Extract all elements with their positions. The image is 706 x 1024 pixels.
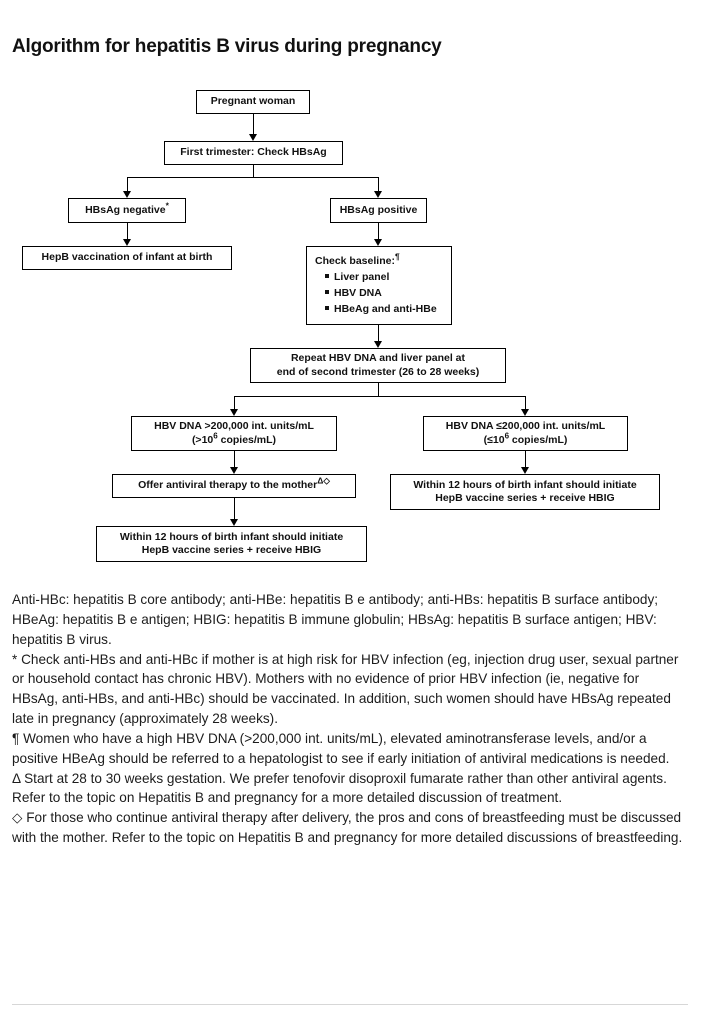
high-viral-load-suffix: copies/mL): [217, 433, 277, 446]
footnote-pilcrow: ¶ Women who have a high HBV DNA (>200,00…: [12, 730, 670, 766]
footnote-diamond: ◇ For those who continue antiviral thera…: [12, 810, 683, 846]
connector-antiviral-to-prophylaxis: [234, 498, 235, 521]
low-viral-load-prefix: (≤10: [483, 433, 505, 446]
node-hepb-vaccination-label: HepB vaccination of infant at birth: [41, 251, 213, 264]
node-infant-prophylaxis-bottom: Within 12 hours of birth infant should i…: [96, 526, 367, 562]
connector-fork1-stub: [253, 165, 254, 177]
footnotes-section: Anti-HBc: hepatitis B core antibody; ant…: [12, 590, 684, 848]
connector-baseline-to-repeat: [378, 325, 379, 343]
node-repeat-hbv-dna: Repeat HBV DNA and liver panel at end of…: [250, 348, 506, 383]
high-viral-load-prefix: (>10: [191, 433, 214, 446]
arrowhead-first-trimester: [249, 134, 257, 141]
page-title: Algorithm for hepatitis B virus during p…: [12, 36, 442, 57]
node-hbsag-positive: HBsAg positive: [330, 198, 427, 223]
connector-fork2-bar: [234, 396, 526, 397]
connector-high-to-antiviral: [234, 451, 235, 469]
footnote-marker-pilcrow: ¶: [394, 251, 400, 262]
footnote-delta: Δ Start at 28 to 30 weeks gestation. We …: [12, 770, 667, 806]
check-baseline-heading-text: Check baseline:: [315, 254, 395, 267]
connector-fork1-bar: [127, 177, 379, 178]
node-hepb-vaccination-infant: HepB vaccination of infant at birth: [22, 246, 232, 270]
node-infant-prophylaxis-right-line1: Within 12 hours of birth infant should i…: [413, 478, 637, 491]
node-first-trimester-label: First trimester: Check HBsAg: [180, 146, 327, 159]
bottom-divider: [12, 1004, 688, 1005]
footnote-marker-asterisk: *: [165, 200, 169, 211]
footnote-marker-delta-diamond: Δ◇: [317, 475, 330, 486]
node-check-baseline: Check baseline:¶ Liver panel HBV DNA HBe…: [306, 246, 452, 325]
arrowhead-hepb-vaccination: [123, 239, 131, 246]
low-viral-load-exponent: 6: [504, 431, 510, 440]
node-offer-antiviral-label: Offer antiviral therapy to the motherΔ◇: [138, 475, 330, 492]
node-pregnant-woman: Pregnant woman: [196, 90, 310, 114]
check-baseline-item-1: HBV DNA: [315, 287, 382, 300]
footnote-asterisk: * Check anti-HBs and anti-HBc if mother …: [12, 651, 679, 727]
node-first-trimester-check-hbsag: First trimester: Check HBsAg: [164, 141, 343, 165]
connector-fork1-left-drop: [127, 177, 128, 193]
node-hbsag-negative-text: HBsAg negative: [85, 203, 166, 216]
node-repeat-hbv-dna-line1: Repeat HBV DNA and liver panel at: [290, 352, 466, 365]
offer-antiviral-text: Offer antiviral therapy to the mother: [138, 479, 318, 492]
check-baseline-item-0-label: Liver panel: [334, 270, 390, 283]
node-hbsag-negative-label: HBsAg negative*: [85, 201, 169, 217]
arrowhead-infant-prophylaxis-right: [521, 467, 529, 474]
node-check-baseline-heading: Check baseline:¶: [315, 252, 400, 268]
node-pregnant-woman-label: Pregnant woman: [210, 95, 296, 108]
node-hbsag-negative: HBsAg negative*: [68, 198, 186, 223]
flowchart-diagram: Pregnant woman First trimester: Check HB…: [0, 85, 706, 575]
connector-fork2-right-drop: [525, 396, 526, 411]
connector-pregnant-to-first-trimester: [253, 114, 254, 136]
bullet-square-icon: [325, 290, 329, 294]
arrowhead-check-baseline: [374, 239, 382, 246]
node-hbsag-positive-label: HBsAg positive: [339, 203, 418, 216]
node-infant-prophylaxis-right-line2: HepB vaccine series + receive HBIG: [435, 492, 615, 504]
connector-negative-to-hepb: [127, 223, 128, 241]
connector-positive-to-baseline: [378, 223, 379, 241]
arrowhead-low-viral-load: [521, 409, 529, 416]
footnote-abbreviations: Anti-HBc: hepatitis B core antibody; ant…: [12, 592, 659, 647]
node-infant-prophylaxis-right: Within 12 hours of birth infant should i…: [390, 474, 660, 510]
node-low-viral-load-line2: (≤106 copies/mL): [483, 431, 568, 447]
connector-fork1-right-drop: [378, 177, 379, 193]
node-high-viral-load-line1: HBV DNA >200,000 int. units/mL: [154, 420, 314, 433]
node-repeat-hbv-dna-line2: end of second trimester (26 to 28 weeks): [276, 365, 480, 378]
connector-fork2-left-drop: [234, 396, 235, 411]
low-viral-load-suffix: copies/mL): [509, 433, 568, 446]
check-baseline-item-0: Liver panel: [315, 271, 389, 284]
node-infant-prophylaxis-bottom-line2: HepB vaccine series + receive HBIG: [141, 544, 322, 556]
check-baseline-item-2-label: HBeAg and anti-HBe: [334, 303, 437, 316]
bullet-square-icon: [325, 273, 329, 278]
arrowhead-hbsag-negative: [123, 191, 131, 198]
node-low-viral-load: HBV DNA ≤200,000 int. units/mL (≤106 cop…: [423, 416, 628, 451]
check-baseline-item-2: HBeAg and anti-HBe: [315, 303, 437, 316]
high-viral-load-exponent: 6: [213, 431, 218, 440]
node-high-viral-load-line2: (>106 copies/mL): [191, 431, 277, 447]
node-infant-prophylaxis-bottom-line1: Within 12 hours of birth infant should i…: [119, 530, 344, 543]
arrowhead-infant-prophylaxis-bottom: [230, 519, 238, 526]
node-low-viral-load-line1: HBV DNA ≤200,000 int. units/mL: [445, 420, 606, 433]
arrowhead-hbsag-positive: [374, 191, 382, 198]
arrowhead-repeat-hbv-dna: [374, 341, 382, 348]
connector-low-to-prophylaxis: [525, 451, 526, 469]
arrowhead-offer-antiviral: [230, 467, 238, 474]
node-high-viral-load: HBV DNA >200,000 int. units/mL (>106 cop…: [131, 416, 337, 451]
arrowhead-high-viral-load: [230, 409, 238, 416]
bullet-square-icon: [325, 306, 329, 311]
node-offer-antiviral-therapy: Offer antiviral therapy to the motherΔ◇: [112, 474, 356, 498]
connector-fork2-stub: [378, 383, 379, 396]
check-baseline-item-1-label: HBV DNA: [334, 287, 382, 299]
